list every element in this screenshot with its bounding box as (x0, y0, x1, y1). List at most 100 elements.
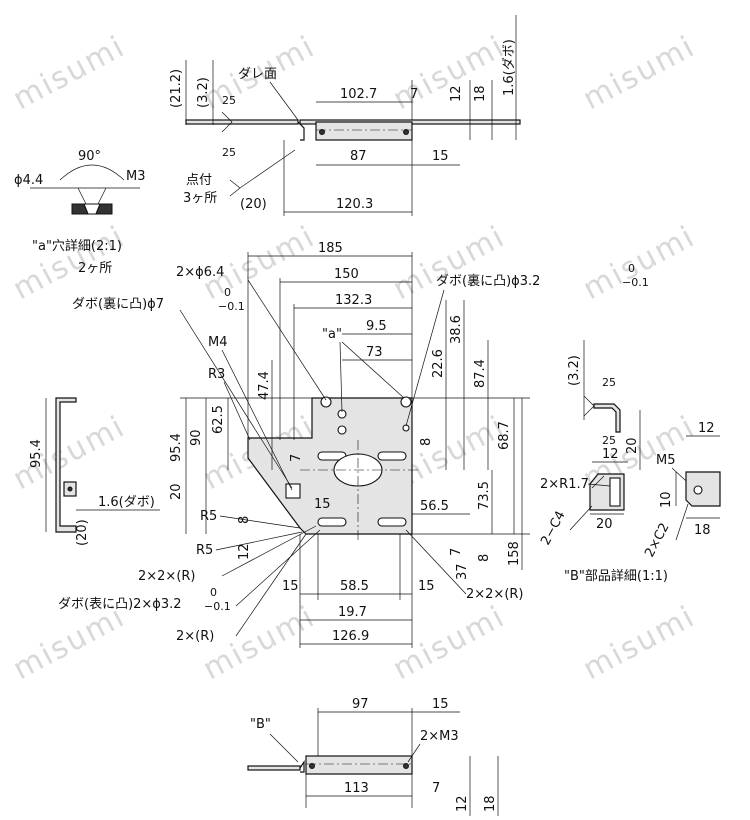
leader-line (269, 733, 299, 763)
watermark: misumi (387, 29, 511, 117)
dim-15-bottom-left: 15 (282, 579, 299, 594)
hole-diameter: ϕ4.4 (14, 173, 43, 188)
dim-87-4: 87.4 (473, 359, 488, 388)
leader-line (675, 503, 689, 541)
watermark: misumi (577, 219, 701, 307)
dowel-7-tol-lower: −0.1 (218, 300, 245, 313)
watermark: misumi (7, 219, 131, 307)
main-plate (247, 397, 413, 535)
bottom-dim-12: 12 (455, 795, 470, 812)
b-threaded-hole (693, 485, 703, 495)
spot-weld-note: 点付 (186, 173, 212, 188)
dim-12: 12 (449, 85, 464, 102)
slot (377, 517, 407, 527)
a-hole (337, 425, 347, 435)
dim-12-left: 12 (237, 543, 252, 560)
dowel-back-3-2: ダボ(裏に凸)ϕ3.2 (436, 274, 540, 289)
angle-25-bottom: 25 (222, 146, 236, 159)
side-view: 95.4 1.6(ダボ) (20) (29, 397, 160, 546)
note-2x2xr-right: 2×2×(R) (466, 587, 524, 602)
leader-line (235, 529, 321, 607)
side-dim-1-6: 1.6(ダボ) (98, 495, 155, 510)
b-detail-caption: "B"部品詳細(1:1) (564, 568, 668, 584)
dim-38-6: 38.6 (449, 315, 464, 344)
dim-20-ref: (20) (240, 197, 267, 212)
dim-95-4: 95.4 (169, 433, 184, 462)
watermark: misumi (577, 599, 701, 687)
bottom-hole-icon (309, 763, 315, 769)
top-view-left-plate (185, 119, 299, 125)
top-view-bracket (315, 121, 413, 141)
side-dim-95-4: 95.4 (29, 439, 44, 468)
b-dim-10: 10 (659, 491, 674, 508)
dim-68-7: 68.7 (497, 421, 512, 450)
dim-8-left: 8 (237, 516, 252, 524)
slot (317, 517, 347, 527)
leader-line (247, 279, 327, 401)
watermark: misumi (387, 219, 511, 307)
dim-185: 185 (318, 241, 343, 256)
leader-line (269, 81, 299, 121)
dowel-front-tol-lower: −0.1 (204, 600, 231, 613)
dowel-back-7: ダボ(裏に凸)ϕ7 (72, 297, 164, 312)
dim-8-right: 8 (419, 438, 434, 446)
dim-20: 20 (169, 483, 184, 500)
dim-47-4: 47.4 (257, 371, 272, 400)
dowel-front: ダボ(表に凸)2×ϕ3.2 (58, 597, 182, 612)
radius-r5-upper: R5 (200, 509, 217, 524)
label-a: "a" (322, 327, 342, 342)
b-dim-18: 18 (694, 523, 711, 538)
bottom-hole-icon (403, 763, 409, 769)
dim-90: 90 (189, 429, 204, 446)
b-dim-3-2: (3.2) (567, 355, 582, 386)
countersink-icon (83, 203, 101, 215)
dowel-3-2-tol-lower: −0.1 (622, 276, 649, 289)
dim-22-6: 22.6 (431, 349, 446, 378)
b-thread-m5: M5 (656, 453, 676, 468)
angle-arc (59, 164, 125, 181)
hole-detail-count: 2ヶ所 (78, 261, 112, 276)
watermark: misumi (197, 219, 321, 307)
hole-detail-caption: "a"穴詳細(2:1) (32, 238, 122, 254)
watermark: misumi (7, 29, 131, 117)
leader-line (587, 483, 611, 487)
dim-37: 37 (455, 563, 470, 580)
leader-line (179, 309, 293, 489)
leader-line (569, 505, 593, 531)
dowel-boss (285, 483, 301, 499)
bottom-bracket (305, 755, 413, 775)
dowel-icon (67, 486, 73, 492)
leader-line (405, 529, 467, 595)
note-2xr: 2×(R) (176, 629, 214, 644)
dim-158: 158 (507, 541, 522, 566)
b-angle-25-top: 25 (602, 376, 616, 389)
watermark: misumi (387, 599, 511, 687)
b-dim-20-vertical: 20 (625, 437, 640, 454)
dim-7-right: 7 (449, 548, 464, 556)
leader-line (339, 341, 343, 413)
leader-line (239, 149, 296, 189)
dim-15-center: 15 (314, 497, 331, 512)
b-slot (609, 477, 621, 507)
dim-8-lower-right: 8 (477, 554, 492, 562)
dim-62-5: 62.5 (211, 405, 226, 434)
b-dim-12-a: 12 (602, 447, 619, 462)
leader-line (407, 743, 421, 763)
bottom-bend (299, 760, 305, 773)
leader-line (405, 289, 445, 427)
hole-detail: 90° ϕ4.4 M3 "a"穴詳細(2:1) 2ヶ所 (14, 149, 146, 276)
mount-hole (320, 396, 332, 408)
watermark: misumi (577, 29, 701, 117)
leader-line (221, 349, 293, 491)
top-view-hole-icon (319, 129, 325, 135)
dim-120-3: 120.3 (336, 197, 373, 212)
dim-18: 18 (473, 85, 488, 102)
dim-15-bottom-right: 15 (418, 579, 435, 594)
dim-21-2: (21.2) (169, 69, 184, 108)
dim-1-6-dowel: 1.6(ダボ) (502, 39, 517, 96)
side-profile (55, 397, 77, 533)
label-b: "B" (250, 717, 271, 732)
dim-19-7: 19.7 (338, 605, 367, 620)
hole-thread: M3 (126, 169, 146, 184)
